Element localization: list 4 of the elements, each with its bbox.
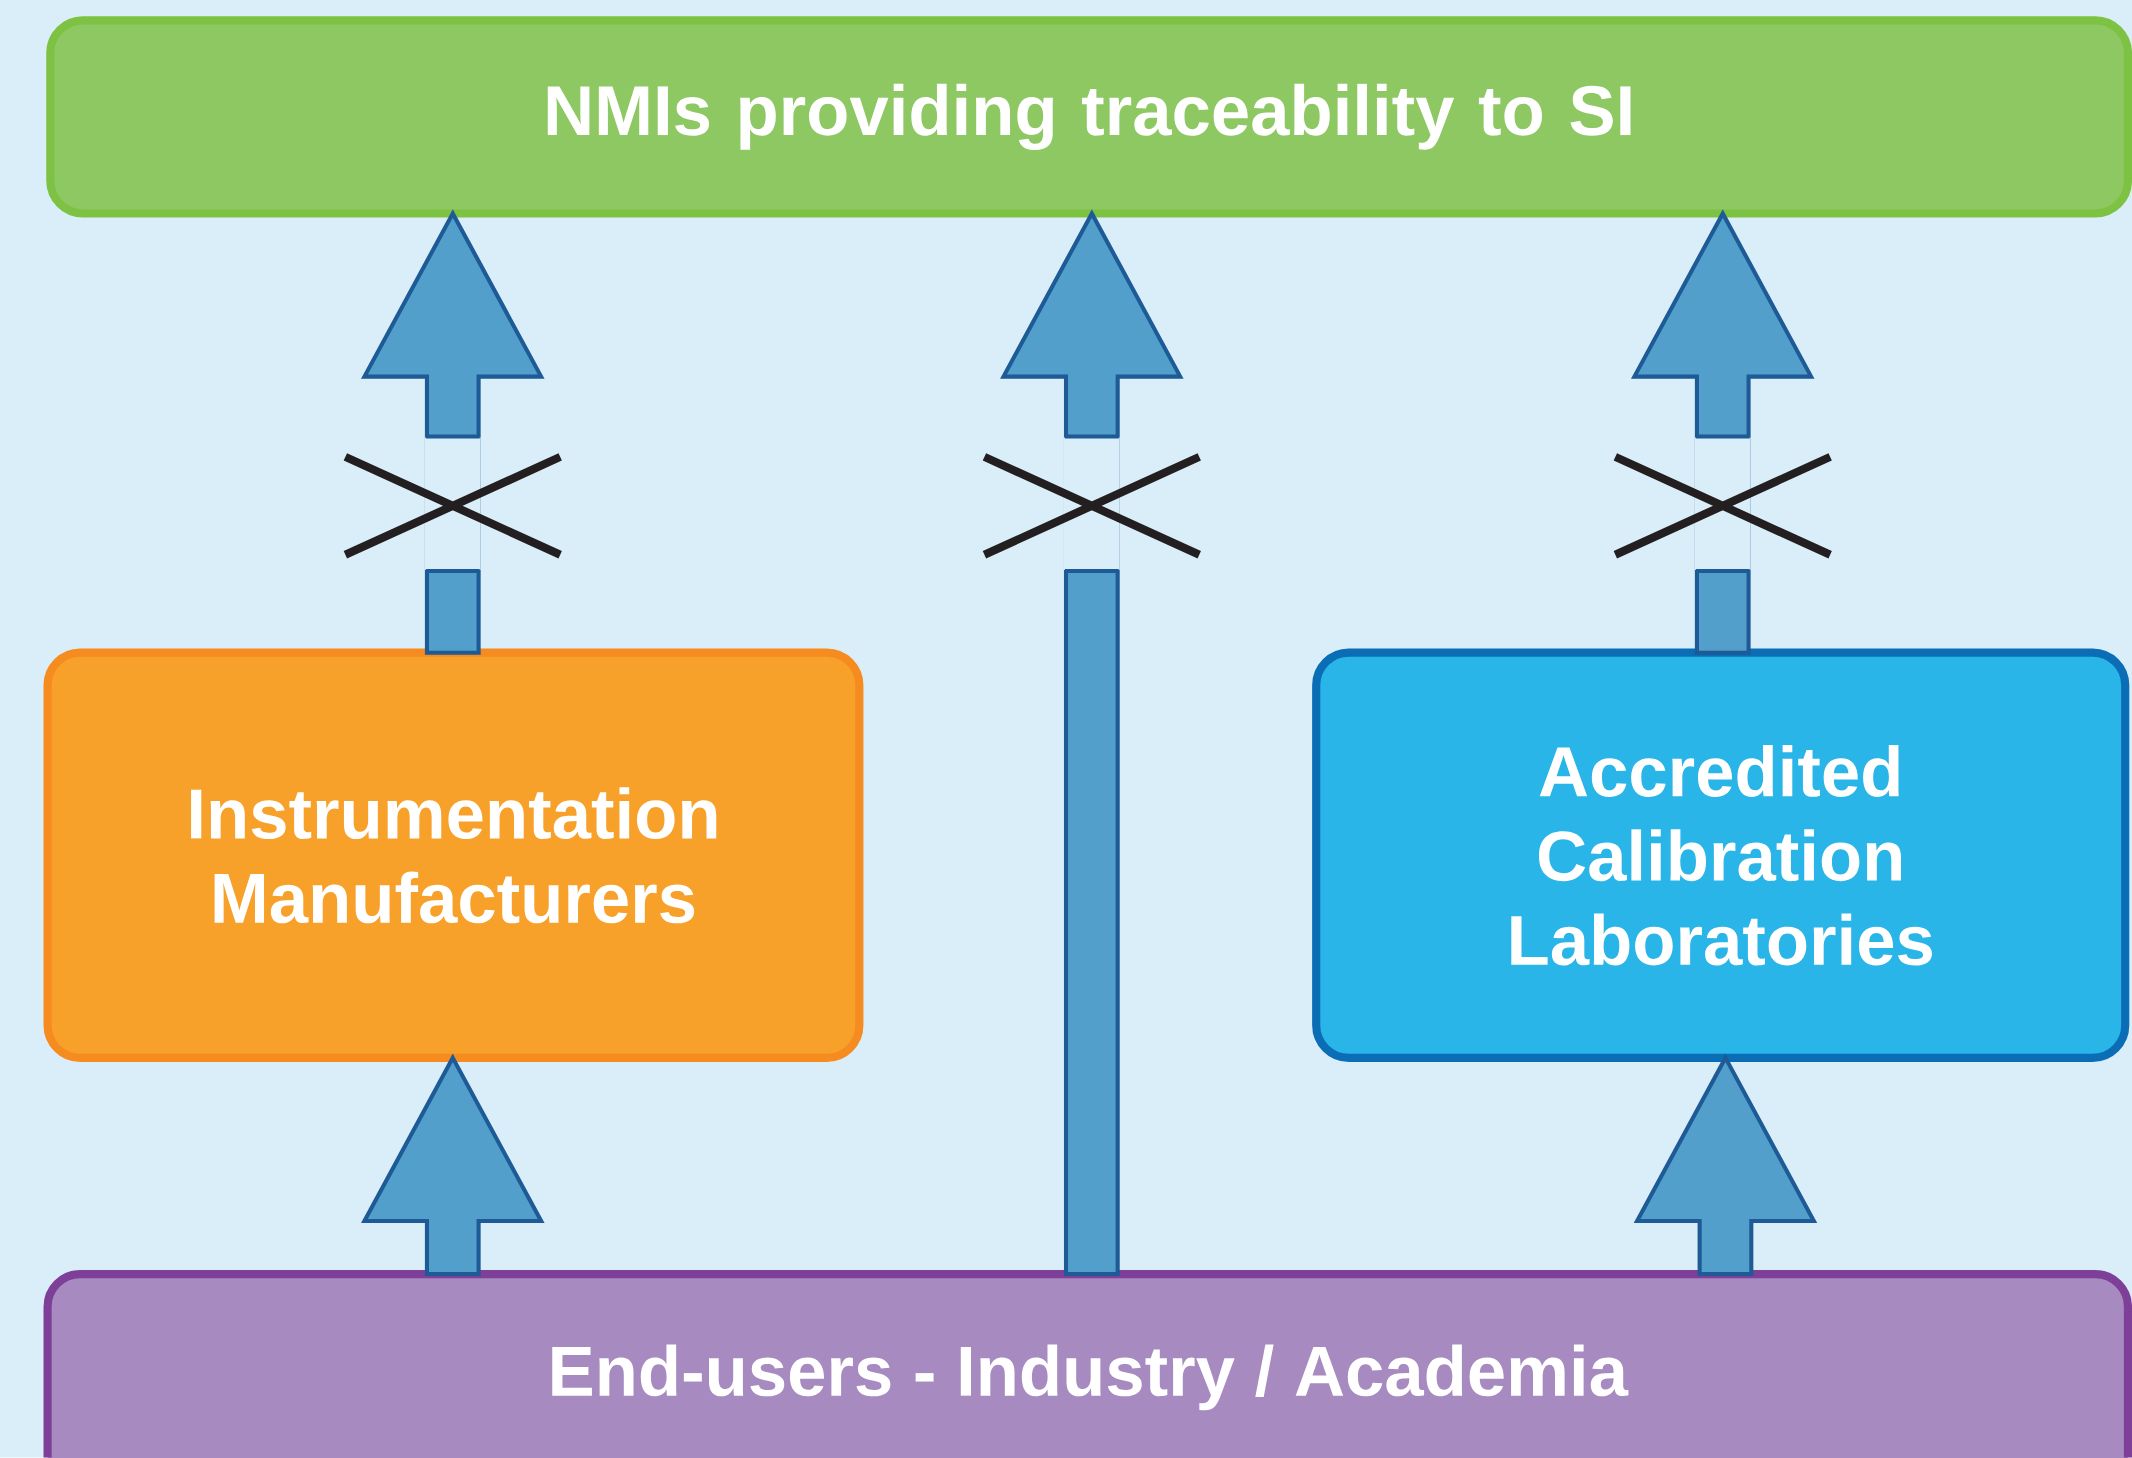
process-box: Accredited Calibration Laboratories [1312, 648, 2130, 1063]
process-box: Instrumentation Manufacturers [43, 648, 864, 1063]
heading-banner: NMIs providing traceability to SI [46, 16, 2132, 218]
base-banner: End-users - Industry / Academia [43, 1270, 2132, 1458]
